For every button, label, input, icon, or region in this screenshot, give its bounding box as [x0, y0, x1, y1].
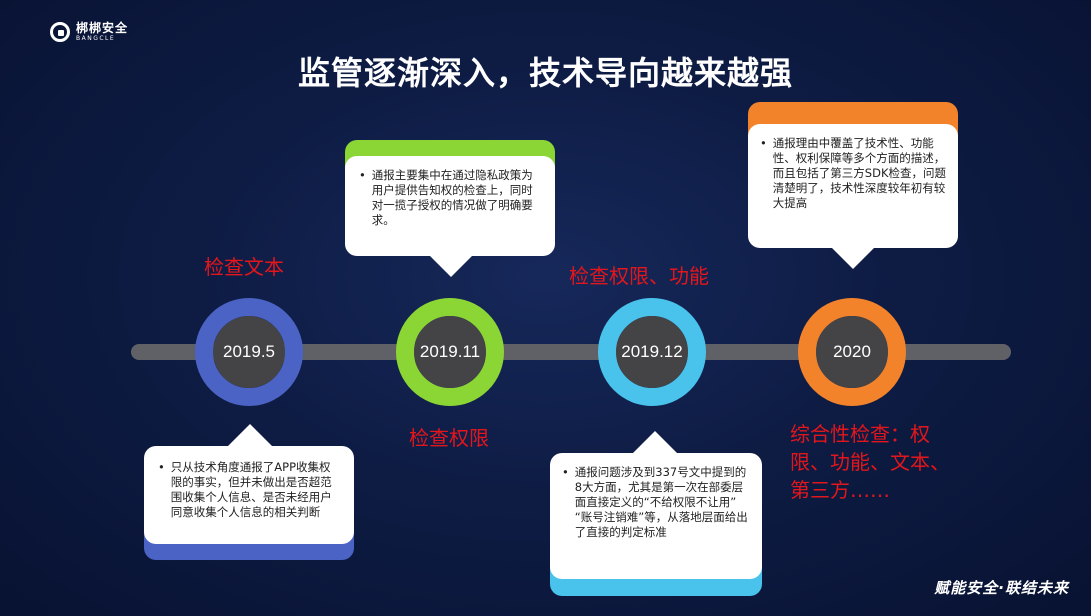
node-date: 2019.12 — [616, 316, 688, 388]
label-check-permission-function: 检查权限、功能 — [569, 264, 709, 288]
card-text: 通报主要集中在通过隐私政策为用户提供告知权的检查上，同时对一揽子授权的情况做了明… — [371, 168, 533, 227]
logo: 梆梆安全 BANGCLE — [50, 22, 128, 42]
timeline-node-2019-12: 2019.12 — [598, 298, 706, 406]
card-2020: •通报理由中覆盖了技术性、功能性、权利保障等多个方面的描述，而且包括了第三方SD… — [748, 124, 958, 248]
card-pointer — [830, 246, 876, 269]
node-date: 2019.5 — [213, 316, 285, 388]
card-pointer — [227, 424, 273, 447]
label-comprehensive-check: 综合性检查：权限、功能、文本、第三方…… — [790, 422, 950, 502]
card-text: 通报问题涉及到337号文中提到的8大方面，尤其是第一次在部委层面直接定义的“不给… — [574, 465, 748, 539]
card-pointer — [632, 431, 678, 454]
label-check-permission: 检查权限 — [409, 426, 489, 450]
node-date: 2019.11 — [414, 316, 486, 388]
card-pointer — [428, 254, 474, 277]
node-date: 2020 — [816, 316, 888, 388]
label-check-text: 检查文本 — [204, 255, 284, 279]
slogan: 赋能安全·联结未来 — [934, 579, 1069, 597]
timeline-node-2019-11: 2019.11 — [396, 298, 504, 406]
timeline-track — [131, 344, 1011, 360]
card-text: 只从技术角度通报了APP收集权限的事实，但并未做出是否超范围收集个人信息、是否未… — [170, 460, 332, 519]
card-text: 通报理由中覆盖了技术性、功能性、权利保障等多个方面的描述，而且包括了第三方SDK… — [772, 136, 946, 210]
timeline-node-2019-5: 2019.5 — [195, 298, 303, 406]
card-2019-11: •通报主要集中在通过隐私政策为用户提供告知权的检查上，同时对一揽子授权的情况做了… — [345, 156, 555, 256]
page-title: 监管逐渐深入，技术导向越来越强 — [297, 54, 793, 92]
logo-name: 梆梆安全 — [76, 21, 129, 35]
card-2019-5: •只从技术角度通报了APP收集权限的事实，但并未做出是否超范围收集个人信息、是否… — [144, 446, 354, 544]
card-2019-12: •通报问题涉及到337号文中提到的8大方面，尤其是第一次在部委层面直接定义的“不… — [550, 453, 762, 579]
logo-icon — [50, 22, 70, 42]
timeline-node-2020: 2020 — [798, 298, 906, 406]
logo-subtitle: BANGCLE — [76, 35, 116, 42]
